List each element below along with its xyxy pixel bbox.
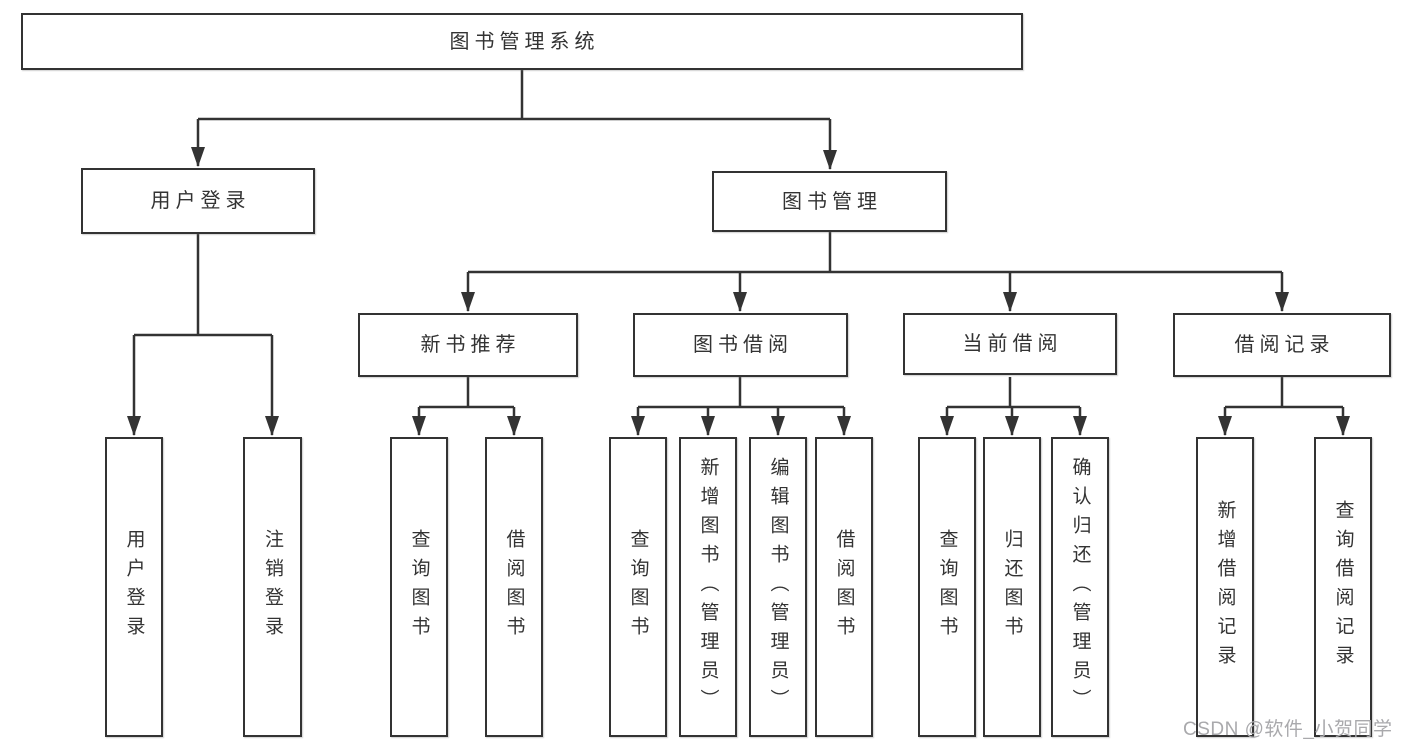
node-book-borrowing: 图书借阅 xyxy=(633,313,848,377)
node-library-system: 图书管理系统 xyxy=(21,13,1023,70)
node-label: 新增借阅记录 xyxy=(1214,500,1236,674)
node-user-login-group: 用户登录 xyxy=(81,168,315,234)
node-new-book-recommend: 新书推荐 xyxy=(358,313,578,377)
node-book-management: 图书管理 xyxy=(712,171,947,232)
node-label: 借阅图书 xyxy=(503,529,525,645)
node-label: 查询借阅记录 xyxy=(1332,500,1354,674)
leaf-query-borrow-record: 查询借阅记录 xyxy=(1314,437,1372,737)
node-label: 当前借阅 xyxy=(962,333,1063,355)
leaf-user-login: 用户登录 xyxy=(105,437,163,737)
leaf-logout: 注销登录 xyxy=(243,437,302,737)
node-label: 用户登录 xyxy=(150,190,251,212)
node-label: 借阅图书 xyxy=(833,529,855,645)
node-label: 新增图书（管理员） xyxy=(697,456,719,718)
node-label: 查询图书 xyxy=(936,529,958,645)
node-label: 归还图书 xyxy=(1001,529,1023,645)
node-label: 借阅记录 xyxy=(1234,334,1335,356)
leaf-add-book-admin: 新增图书（管理员） xyxy=(679,437,737,737)
node-label: 图书管理系统 xyxy=(449,30,600,53)
leaf-query-books-borrow: 查询图书 xyxy=(609,437,667,737)
leaf-confirm-return-admin: 确认归还（管理员） xyxy=(1051,437,1109,737)
leaf-borrow-books-recommend: 借阅图书 xyxy=(485,437,543,737)
node-label: 确认归还（管理员） xyxy=(1069,456,1091,718)
node-label: 新书推荐 xyxy=(420,334,521,356)
leaf-query-books-current: 查询图书 xyxy=(918,437,976,737)
node-label: 注销登录 xyxy=(262,529,283,645)
csdn-watermark: CSDN @软件_小贺同学 xyxy=(1183,719,1393,740)
leaf-query-books-recommend: 查询图书 xyxy=(390,437,448,737)
node-label: 图书管理 xyxy=(782,190,882,213)
leaf-borrow-books: 借阅图书 xyxy=(815,437,873,737)
leaf-edit-book-admin: 编辑图书（管理员） xyxy=(749,437,807,737)
leaf-add-borrow-record: 新增借阅记录 xyxy=(1196,437,1254,737)
node-label: 用户登录 xyxy=(123,529,145,645)
node-current-borrowing: 当前借阅 xyxy=(903,313,1117,375)
node-label: 图书借阅 xyxy=(693,334,793,356)
leaf-return-book: 归还图书 xyxy=(983,437,1041,737)
node-borrowing-records: 借阅记录 xyxy=(1173,313,1391,377)
node-label: 查询图书 xyxy=(408,529,430,645)
node-label: 编辑图书（管理员） xyxy=(767,456,789,718)
node-label: 查询图书 xyxy=(627,529,649,645)
